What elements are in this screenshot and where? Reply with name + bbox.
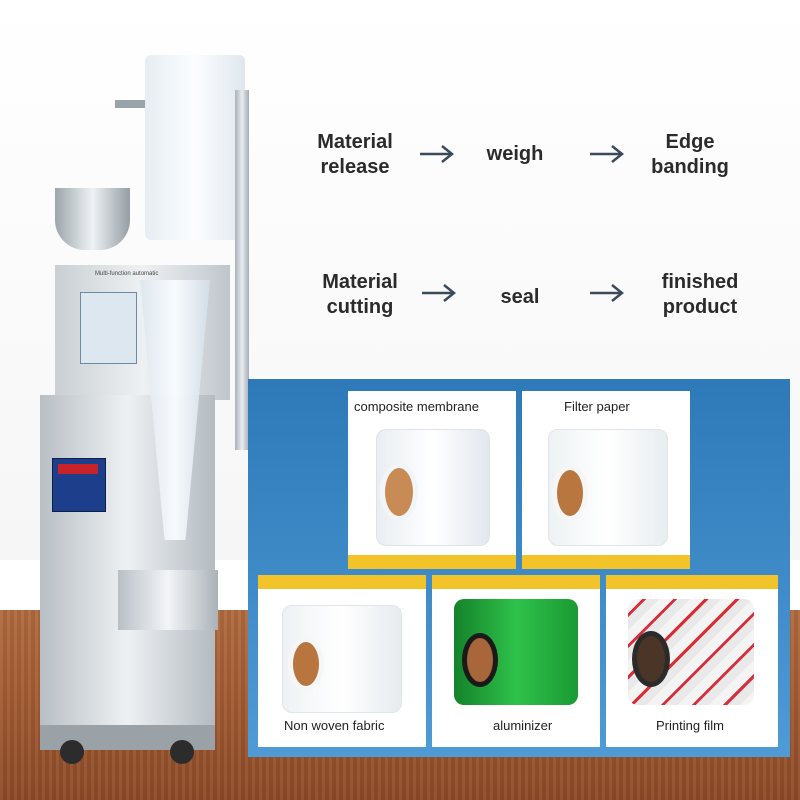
roll-core	[288, 637, 324, 691]
label-composite-membrane: composite membrane	[354, 399, 479, 414]
step-edge-banding: Edge banding	[651, 131, 729, 178]
machine-nameplate: Multi-function automatic	[95, 271, 159, 277]
label-aluminizer: aluminizer	[493, 718, 553, 733]
step-material-release: Material release	[317, 131, 393, 178]
arrow-right-icon	[420, 145, 455, 163]
material-card-printing-film	[606, 575, 778, 747]
material-card-filter-paper	[522, 391, 690, 569]
caster-wheel-left	[60, 740, 84, 764]
material-card-aluminizer	[432, 575, 600, 747]
label-non-woven-fabric: Non woven fabric	[284, 718, 385, 733]
step-finished-product: finished product	[661, 271, 739, 318]
output-chute	[118, 570, 218, 630]
film-roll	[145, 55, 245, 240]
material-hopper	[55, 188, 130, 250]
roll-core	[380, 463, 418, 521]
roll-core	[632, 631, 670, 687]
step-material-cutting: Material cutting	[322, 271, 398, 318]
step-weigh: weigh	[486, 143, 544, 165]
caster-wheel-right	[170, 740, 194, 764]
roll-core	[462, 633, 498, 687]
weighing-control-panel	[80, 292, 137, 364]
material-card-composite-membrane	[348, 391, 516, 569]
packing-machine: Multi-function automatic	[40, 40, 250, 770]
film-shaft	[115, 100, 150, 108]
machine-mast	[235, 90, 249, 450]
materials-panel: composite membrane Filter paper Non wove…	[248, 379, 790, 757]
arrow-right-icon	[590, 145, 625, 163]
main-control-panel	[52, 458, 106, 512]
material-card-non-woven-fabric	[258, 575, 426, 747]
arrow-right-icon	[422, 284, 457, 302]
label-printing-film: Printing film	[656, 718, 724, 733]
step-seal: seal	[500, 286, 540, 308]
arrow-right-icon	[590, 284, 625, 302]
label-filter-paper: Filter paper	[564, 399, 630, 414]
roll-core	[552, 465, 588, 521]
